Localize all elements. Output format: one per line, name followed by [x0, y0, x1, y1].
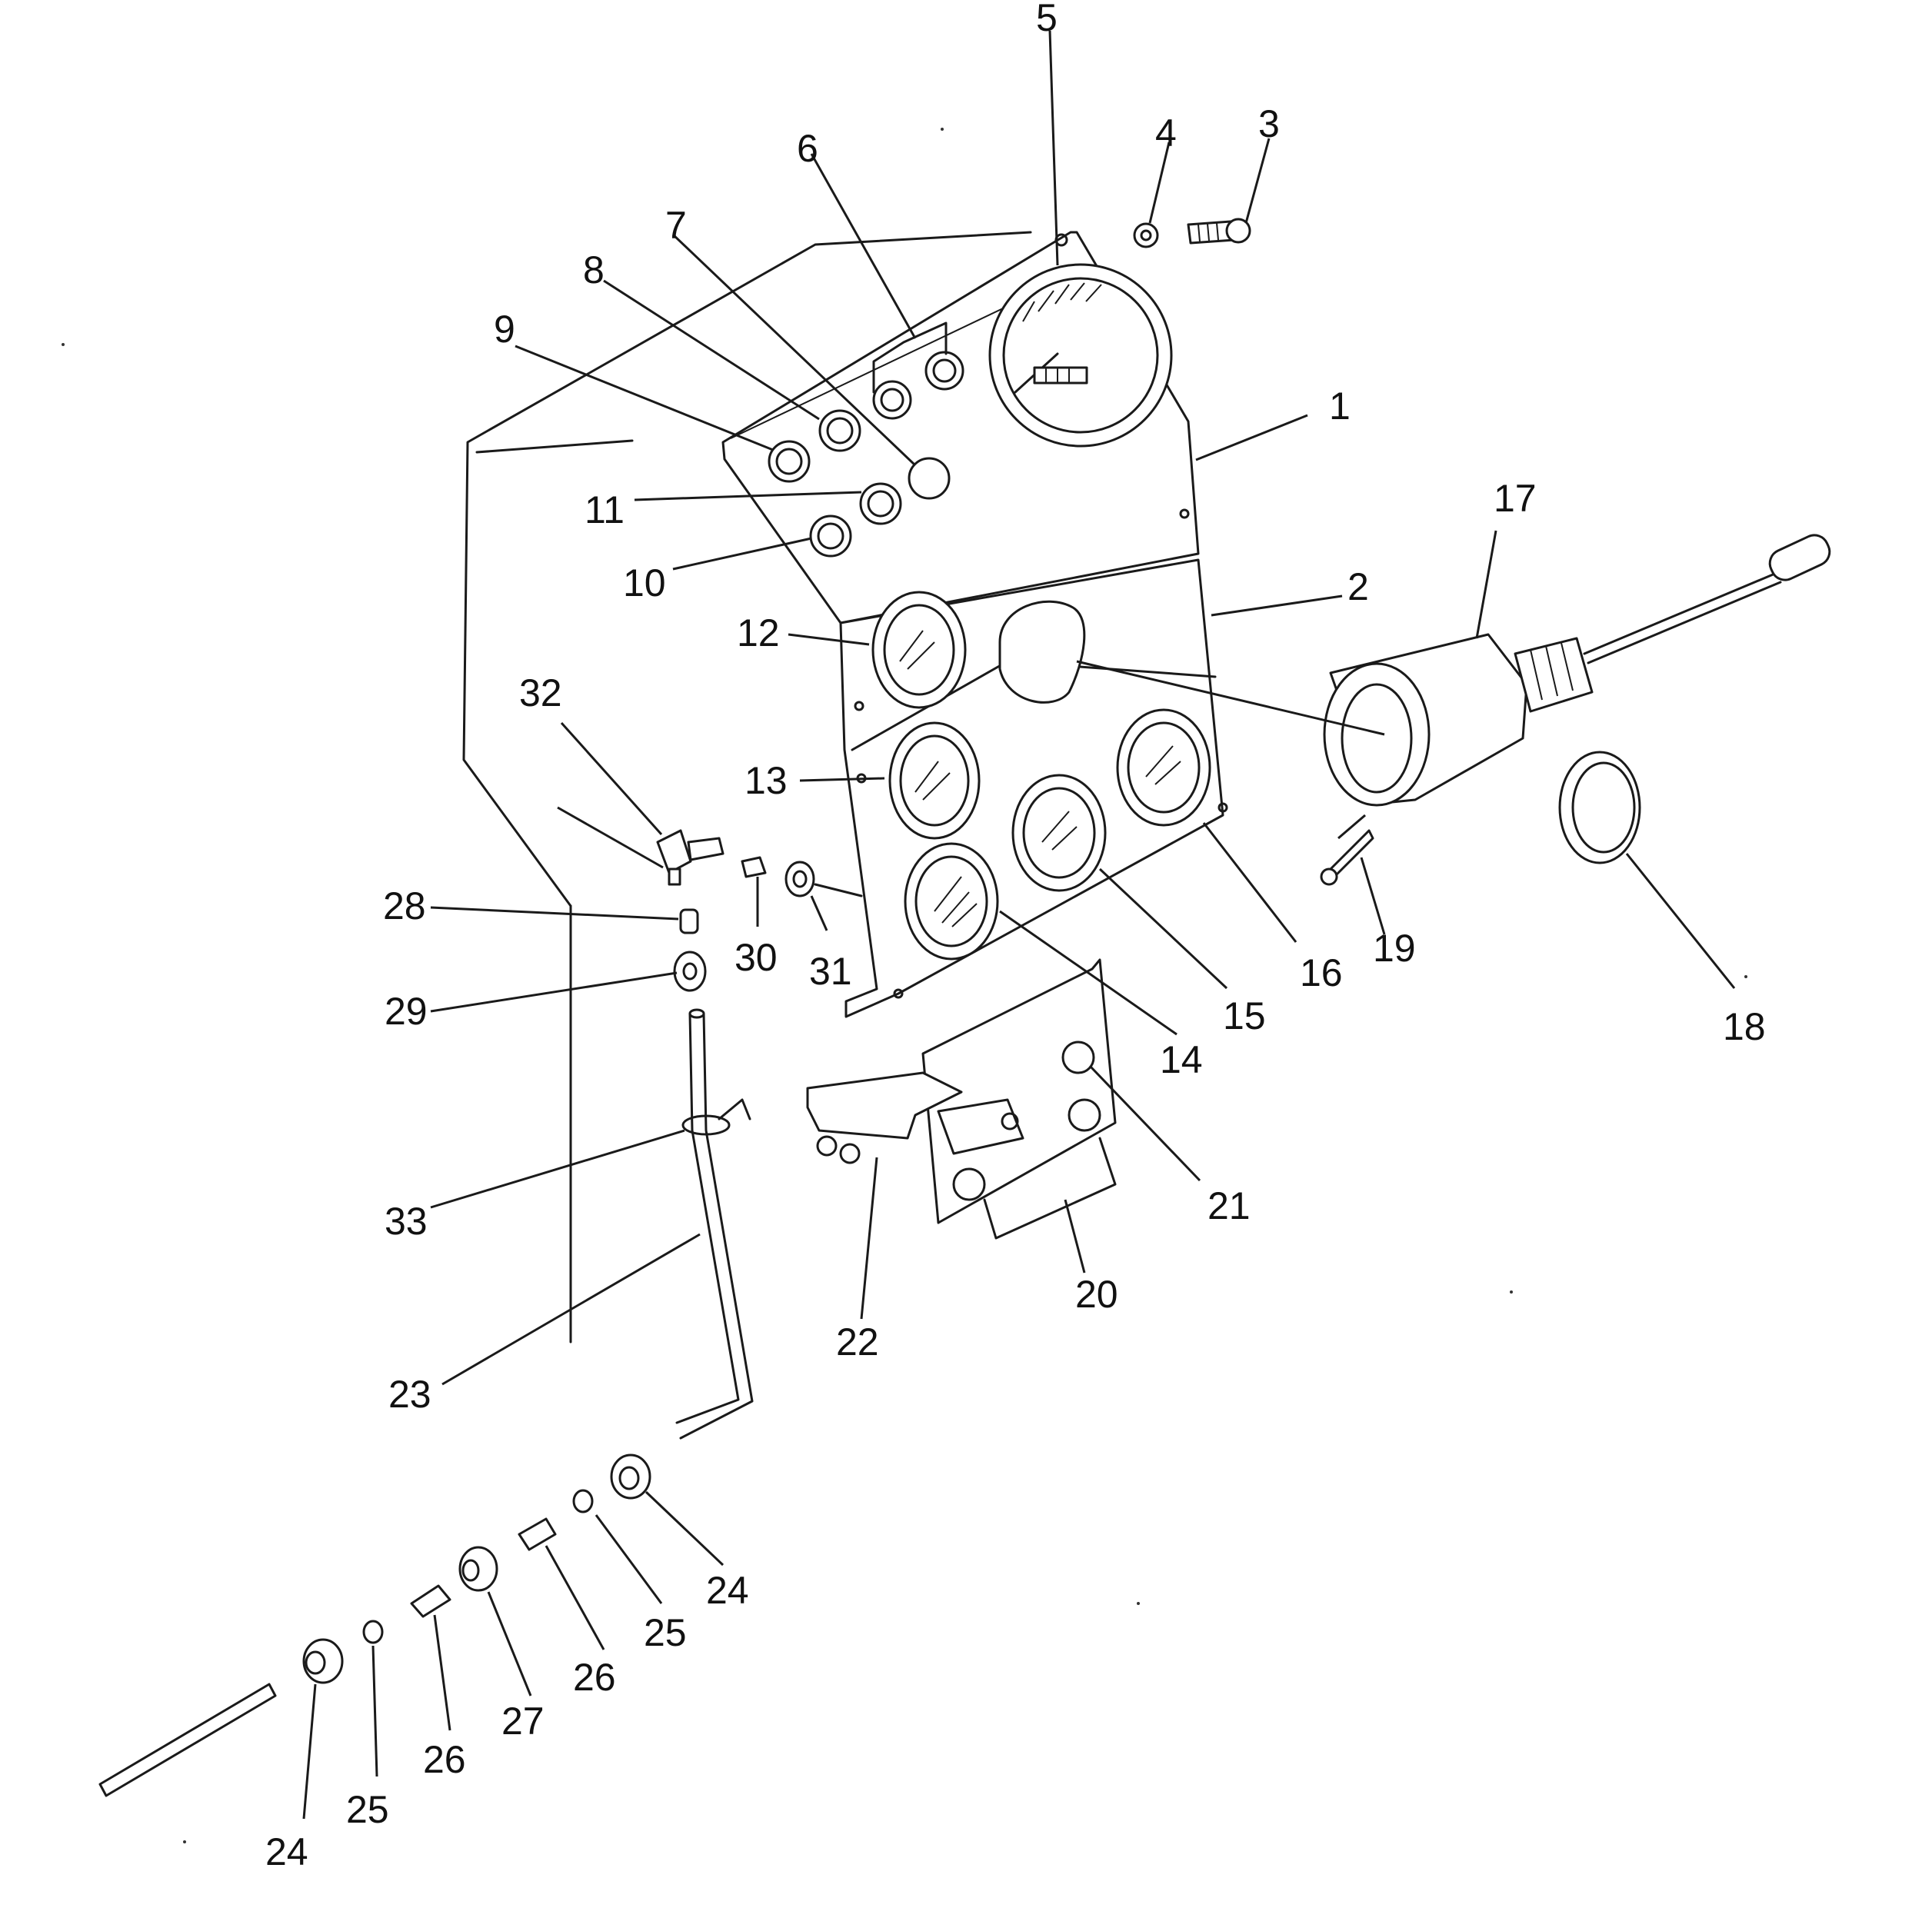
callout-13: 13 [744, 759, 788, 802]
callout-21: 21 [1208, 1184, 1251, 1227]
callout-14: 14 [1160, 1038, 1203, 1081]
gauge-14 [904, 842, 999, 961]
callout-27: 27 [501, 1700, 545, 1743]
callout-22: 22 [836, 1320, 879, 1364]
gauge-13 [888, 721, 981, 840]
callout-31: 31 [809, 950, 852, 993]
adapter-26-lower [410, 1584, 451, 1618]
callout-25-lower: 25 [346, 1788, 389, 1831]
gauge-16 [1116, 708, 1211, 827]
callout-23: 23 [388, 1373, 431, 1416]
callout-20: 20 [1075, 1273, 1118, 1316]
callout-26-lower: 26 [423, 1738, 466, 1781]
callout-7: 7 [665, 204, 687, 247]
callout-1: 1 [1329, 385, 1351, 428]
lamp-6a [924, 351, 964, 391]
washer-4 [1133, 222, 1159, 248]
gauge-12 [871, 591, 967, 709]
nut-31 [784, 861, 815, 897]
sleeve-27 [458, 1546, 498, 1592]
indicator-lamps [768, 321, 964, 558]
callout-5: 5 [1036, 0, 1058, 39]
adapter-26-upper [518, 1517, 557, 1551]
callout-18: 18 [1723, 1005, 1766, 1048]
lamp-11 [859, 482, 902, 525]
callout-17: 17 [1494, 477, 1537, 520]
callout-29: 29 [385, 990, 428, 1033]
scan-specks [62, 128, 1747, 1843]
callout-labels: 1 2 3 4 5 6 7 8 9 10 11 12 13 14 15 16 1… [265, 0, 1766, 1873]
callout-9: 9 [494, 308, 515, 351]
lamp-8 [818, 409, 861, 452]
clamp-33 [681, 1098, 751, 1136]
bracket-22 [806, 1071, 963, 1164]
sleeve-25-upper [572, 1489, 594, 1513]
lamp-6b [872, 380, 912, 420]
fitting-30 [741, 856, 767, 878]
callout-28: 28 [383, 884, 426, 927]
gauge-opening-blank [998, 600, 1086, 704]
callout-3: 3 [1258, 102, 1280, 145]
nut-24-upper [610, 1453, 651, 1500]
callout-15: 15 [1223, 994, 1266, 1037]
callout-30: 30 [734, 936, 778, 979]
callout-24-lower: 24 [265, 1830, 308, 1873]
callout-10: 10 [623, 561, 666, 604]
bolt-3 [1187, 218, 1251, 245]
tube-23 [675, 1008, 754, 1440]
callout-8: 8 [583, 248, 605, 291]
gauge-15 [1011, 774, 1107, 892]
leader-lines [302, 30, 1736, 1820]
tachometer-gauge [988, 263, 1173, 448]
elbow-32 [656, 829, 724, 886]
cab-outline [462, 231, 1032, 1344]
control-lever-17 [1323, 534, 1831, 807]
callout-11: 11 [585, 488, 625, 531]
lamp-7 [908, 457, 951, 500]
nut-24-lower [302, 1638, 344, 1684]
lamp-10 [809, 514, 852, 558]
bracelet-ring-18 [1558, 751, 1641, 864]
switch-panel-20 [921, 958, 1117, 1240]
callout-25-upper: 25 [644, 1611, 687, 1654]
sleeve-25-lower [362, 1620, 384, 1644]
callout-33: 33 [385, 1200, 428, 1243]
callout-26-upper: 26 [573, 1656, 616, 1699]
nut-29 [673, 951, 707, 992]
tube-lower [98, 1683, 277, 1797]
callout-2: 2 [1347, 565, 1369, 608]
callout-32: 32 [519, 671, 562, 714]
callout-19: 19 [1373, 927, 1416, 970]
callout-24-upper: 24 [706, 1569, 749, 1612]
callout-4: 4 [1155, 112, 1177, 155]
callout-12: 12 [737, 611, 780, 654]
callout-6: 6 [797, 127, 818, 170]
callout-16: 16 [1300, 951, 1343, 994]
lamp-9 [768, 440, 811, 483]
fitting-28 [679, 908, 699, 934]
screw-19 [1320, 829, 1374, 886]
